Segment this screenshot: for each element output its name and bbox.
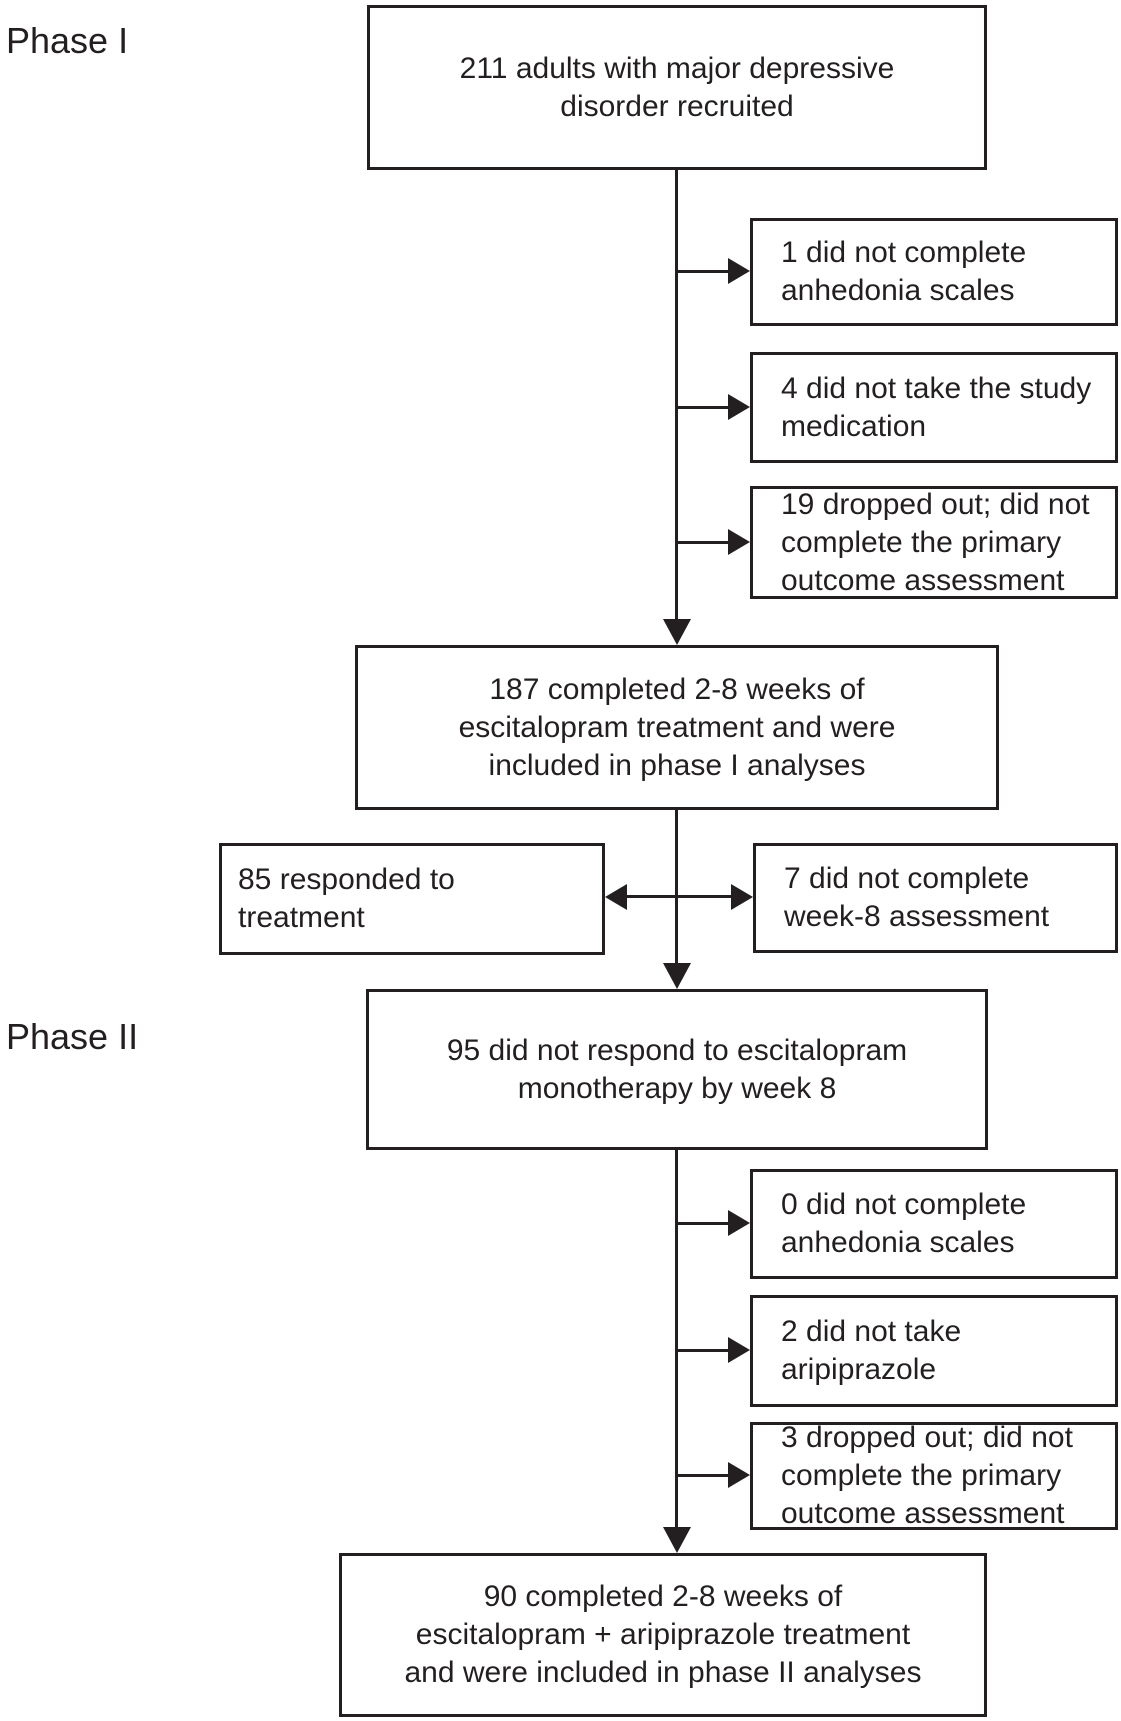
- branch-line-excl1: [677, 270, 730, 273]
- branch-line-excl5: [677, 1349, 730, 1352]
- arrowhead-down-phase2-completed: [663, 1527, 691, 1553]
- arrowhead-excl1: [728, 258, 750, 284]
- box-recruited: 211 adults with major depressive disorde…: [367, 5, 987, 170]
- branch-line-excl3: [677, 541, 730, 544]
- arrowhead-down-phase2-entry: [663, 963, 691, 989]
- box-excl-medication-phase1: 4 did not take the study medication: [750, 352, 1118, 463]
- branch-line-excl4: [677, 1222, 730, 1225]
- box-phase1-completed: 187 completed 2-8 weeks of escitalopram …: [355, 645, 999, 810]
- connector-recruited-to-completed: [675, 170, 678, 620]
- arrowhead-excl3: [728, 529, 750, 555]
- box-phase2-nonresponders: 95 did not respond to escitalopram monot…: [366, 989, 988, 1150]
- box-phase2-completed: 90 completed 2-8 weeks of escitalopram +…: [339, 1553, 987, 1717]
- phase-2-label: Phase II: [6, 1016, 139, 1057]
- box-excl-anhedonia-phase1: 1 did not complete anhedonia scales: [750, 218, 1118, 326]
- branch-line-excl2: [677, 406, 730, 409]
- connector-completed-to-nonresponders: [675, 810, 678, 965]
- box-excl-anhedonia-phase2: 0 did not complete anhedonia scales: [750, 1169, 1118, 1279]
- arrowhead-excl5: [728, 1337, 750, 1363]
- double-arrow-line: [625, 895, 733, 898]
- box-no-week8-assessment: 7 did not complete week-8 assessment: [753, 843, 1118, 953]
- arrowhead-left-responded: [605, 884, 627, 910]
- phase-1-label: Phase I: [6, 20, 129, 61]
- arrowhead-down-phase1: [663, 619, 691, 645]
- arrowhead-excl2: [728, 394, 750, 420]
- box-excl-dropout-phase1: 19 dropped out; did not complete the pri…: [750, 486, 1118, 599]
- arrowhead-excl4: [728, 1210, 750, 1236]
- box-excl-aripiprazole-phase2: 2 did not take aripiprazole: [750, 1295, 1118, 1407]
- box-excl-dropout-phase2: 3 dropped out; did not complete the prim…: [750, 1421, 1118, 1530]
- arrowhead-excl6: [728, 1462, 750, 1488]
- arrowhead-right-week8: [731, 884, 753, 910]
- connector-nonresponders-to-completed2: [675, 1150, 678, 1527]
- branch-line-excl6: [677, 1474, 730, 1477]
- box-responded: 85 responded to treatment: [219, 843, 605, 955]
